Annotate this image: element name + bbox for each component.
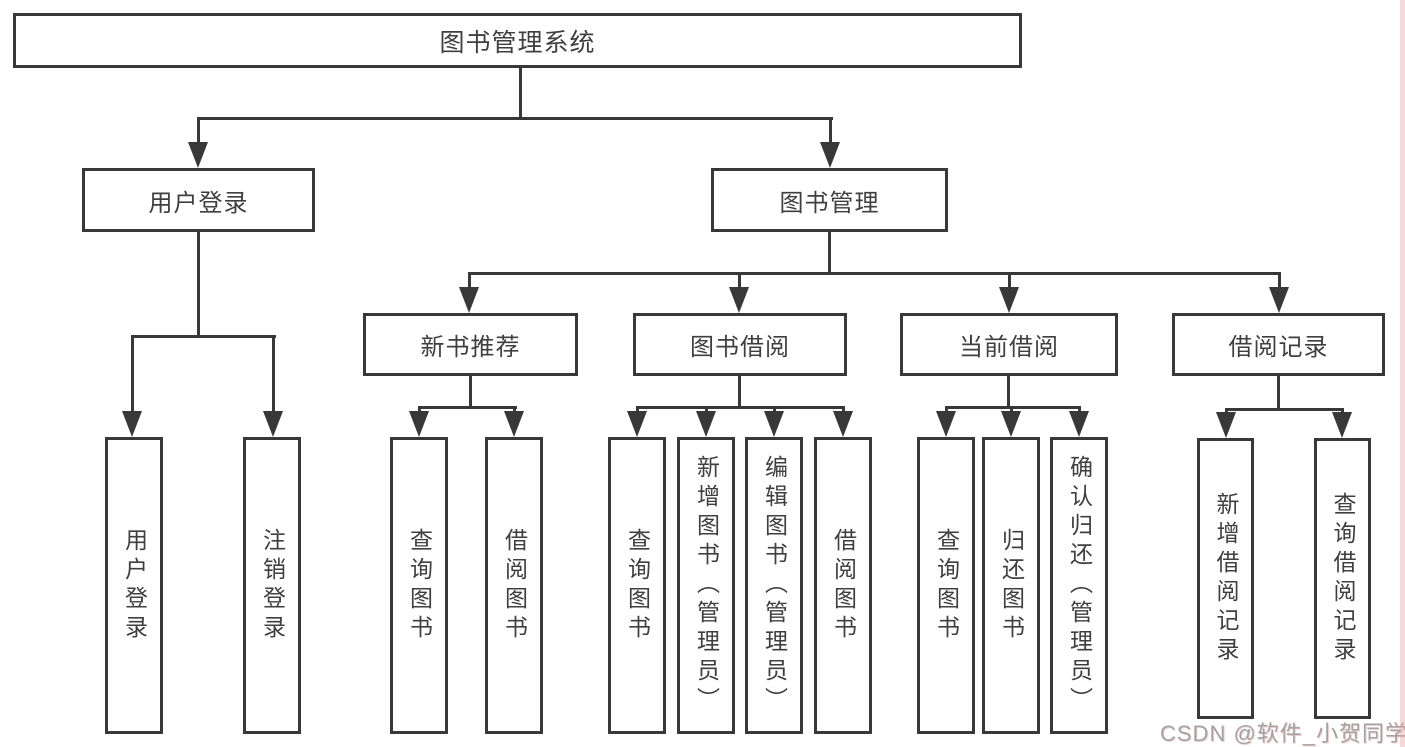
connector-line [1225, 408, 1344, 411]
arrowhead-icon [504, 411, 524, 437]
connector-line [738, 272, 741, 292]
leaf-add-borrow-record: 新增借阅记录 [1197, 438, 1254, 719]
node-label: 用户登录 [148, 189, 249, 217]
leaf-logout: 注销登录 [243, 437, 301, 734]
leaf-return-books: 归还图书 [982, 437, 1040, 734]
node-book-management: 图书管理 [711, 168, 948, 232]
leaf-label: 借阅图书 [830, 527, 857, 644]
node-label: 借阅记录 [1228, 334, 1329, 361]
connector-line [131, 335, 134, 415]
connector-line [272, 335, 275, 415]
leaf-label: 借阅图书 [501, 527, 528, 644]
arrowhead-icon [409, 411, 429, 437]
leaf-query-borrow-record: 查询借阅记录 [1314, 438, 1371, 719]
arrowhead-icon [1069, 411, 1089, 437]
node-user-login: 用户登录 [82, 168, 315, 232]
arrowhead-icon [936, 411, 956, 437]
arrowhead-icon [833, 411, 853, 437]
leaf-label: 查询图书 [933, 527, 960, 644]
arrowhead-icon [459, 287, 479, 313]
leaf-label: 编辑图书（管理员） [761, 455, 788, 716]
leaf-add-books-admin: 新增图书（管理员） [677, 437, 735, 734]
leaf-label: 确认归还（管理员） [1066, 455, 1093, 716]
leaf-label: 查询图书 [406, 527, 433, 644]
arrowhead-icon [764, 411, 784, 437]
connector-line [828, 232, 831, 275]
connector-line [418, 406, 517, 409]
leaf-query-books-current: 查询图书 [917, 437, 975, 734]
leaf-edit-books-admin: 编辑图书（管理员） [745, 437, 803, 734]
leaf-borrow-books: 借阅图书 [814, 437, 872, 734]
connector-line [636, 406, 845, 409]
leaf-borrow-books-recommend: 借阅图书 [485, 437, 543, 734]
arrowhead-icon [1269, 287, 1289, 313]
arrowhead-icon [1001, 411, 1021, 437]
node-new-book-recommendation: 新书推荐 [363, 313, 578, 376]
connector-line [469, 376, 472, 409]
connector-line [197, 117, 200, 147]
connector-line [829, 117, 832, 147]
arrowhead-icon [729, 287, 749, 313]
connector-line [738, 376, 741, 409]
arrowhead-icon [696, 411, 716, 437]
leaf-label: 查询图书 [624, 527, 651, 644]
arrowhead-icon [263, 411, 283, 437]
leaf-user-login: 用户登录 [105, 437, 163, 734]
node-label: 新书推荐 [420, 334, 521, 361]
connector-line [1277, 376, 1280, 411]
connector-line [468, 272, 1281, 275]
connector-line [468, 272, 471, 292]
arrowhead-icon [820, 142, 840, 168]
connector-line [945, 406, 1081, 409]
node-label: 图书管理系统 [439, 28, 596, 57]
arrowhead-icon [188, 142, 208, 168]
connector-line [519, 68, 522, 118]
node-book-borrowing: 图书借阅 [633, 313, 847, 376]
right-edge-stripe [1400, 0, 1405, 747]
connector-line [1278, 272, 1281, 292]
node-label: 当前借阅 [959, 334, 1059, 361]
leaf-confirm-return-admin: 确认归还（管理员） [1050, 437, 1108, 734]
leaf-label: 归还图书 [998, 527, 1025, 644]
node-label: 图书借阅 [690, 334, 790, 361]
arrowhead-icon [999, 287, 1019, 313]
leaf-label: 新增图书（管理员） [693, 455, 720, 716]
arrowhead-icon [122, 411, 142, 437]
connector-line [197, 117, 833, 120]
arrowhead-icon [1332, 412, 1352, 438]
connector-line [1008, 272, 1011, 292]
connector-line [197, 232, 200, 338]
connector-line [131, 335, 276, 338]
arrowhead-icon [627, 411, 647, 437]
leaf-query-books-recommend: 查询图书 [390, 437, 448, 734]
node-borrowing-records: 借阅记录 [1172, 313, 1385, 376]
node-book-management-system: 图书管理系统 [13, 13, 1022, 68]
leaf-query-books-borrow: 查询图书 [608, 437, 666, 734]
connector-line [1007, 376, 1010, 409]
leaf-label: 新增借阅记录 [1213, 491, 1239, 666]
arrowhead-icon [1216, 412, 1236, 438]
leaf-label: 查询借阅记录 [1330, 491, 1356, 666]
csdn-watermark: CSDN @软件_小贺同学 [1160, 721, 1405, 746]
leaf-label: 注销登录 [259, 527, 286, 644]
node-current-borrowing: 当前借阅 [900, 313, 1118, 376]
leaf-label: 用户登录 [121, 527, 148, 644]
node-label: 图书管理 [779, 189, 880, 217]
